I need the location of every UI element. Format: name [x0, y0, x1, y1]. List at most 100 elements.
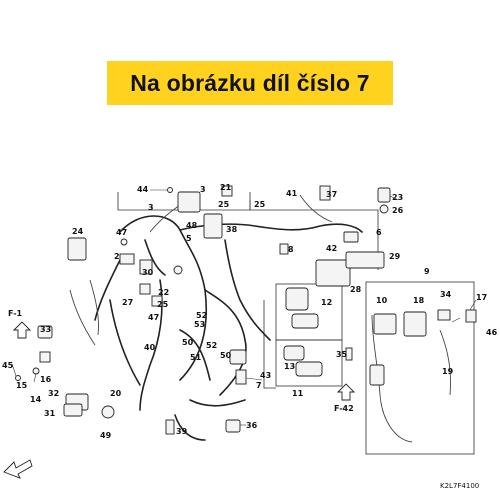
connector-9	[369, 364, 385, 386]
branch-wires	[69, 194, 451, 443]
part-label-29: 29	[389, 252, 401, 261]
ecu-part-28	[315, 259, 351, 287]
part-label-27: 27	[122, 298, 133, 307]
part-33	[37, 325, 53, 339]
part-label-13: 13	[284, 362, 295, 371]
part-label-12: 12	[321, 298, 332, 307]
switch-part-13b	[295, 361, 323, 377]
part-label-37: 37	[326, 190, 337, 199]
part-label-47b: 47	[148, 313, 159, 322]
part-label-43: 43	[260, 371, 271, 380]
switch-part-13	[283, 345, 305, 361]
part-labels: 44 3 3 21 25 25 48 5 38 41 37 23 26 6 8 …	[2, 183, 498, 490]
part-14	[39, 351, 51, 363]
banner-title: Na obrázku díl číslo 7	[130, 69, 370, 96]
connector-part-5	[203, 213, 223, 239]
ref-f42: F-42	[334, 404, 354, 413]
part-label-39: 39	[176, 427, 188, 436]
part-label-33: 33	[40, 325, 51, 334]
part-label-53: 53	[194, 320, 205, 329]
part-label-14: 14	[30, 395, 42, 404]
part-37	[319, 185, 331, 201]
part-35	[345, 347, 353, 361]
part-36	[225, 419, 241, 433]
part-label-32: 32	[48, 389, 59, 398]
part-label-38: 38	[226, 225, 238, 234]
part-42	[343, 231, 359, 243]
part-label-30: 30	[142, 268, 154, 277]
part-21	[221, 185, 233, 197]
part-label-50b: 50	[220, 351, 232, 360]
part-39	[165, 419, 175, 435]
component-shapes	[15, 185, 477, 435]
ref-f1: F-1	[8, 309, 23, 318]
part-label-35: 35	[336, 350, 348, 359]
part-label-40: 40	[144, 343, 156, 352]
part-label-15: 15	[16, 381, 28, 390]
part-label-20: 20	[110, 389, 122, 398]
part-label-3b: 3	[200, 185, 206, 194]
part-label-19: 19	[442, 367, 454, 376]
arrow-up-f42	[336, 383, 356, 401]
relay-part-1	[177, 191, 201, 213]
part-43	[235, 369, 247, 385]
part-label-17: 17	[476, 293, 487, 302]
part-label-34: 34	[440, 290, 452, 299]
part-label-48: 48	[186, 221, 198, 230]
bolt-part-44	[167, 187, 173, 193]
switch-part-12b	[291, 313, 319, 329]
part-label-5: 5	[186, 234, 192, 243]
part-label-25: 25	[218, 200, 230, 209]
part-label-47: 47	[116, 228, 127, 237]
part-label-49: 49	[100, 431, 112, 440]
part-label-24: 24	[72, 227, 84, 236]
part-30	[139, 259, 153, 275]
main-harness	[94, 215, 363, 441]
part-6	[173, 265, 183, 275]
grommet-part-49	[101, 405, 115, 419]
part-label-3: 3	[148, 203, 154, 212]
part-label-36: 36	[246, 421, 258, 430]
part-10	[373, 313, 397, 335]
part-label-23: 23	[392, 193, 403, 202]
part-26	[379, 204, 389, 214]
part-label-31: 31	[44, 409, 56, 418]
part-34	[437, 309, 451, 321]
diagram-code: K2L7F4100	[440, 482, 479, 490]
leader-lines	[11, 189, 477, 426]
part-label-21: 21	[220, 183, 232, 192]
part-label-50: 50	[182, 338, 194, 347]
part-27	[151, 295, 163, 307]
part-label-22: 22	[158, 288, 169, 297]
part-label-25c: 25	[157, 300, 169, 309]
reference-arrows	[3, 321, 356, 479]
part-label-52: 52	[196, 311, 207, 320]
part-label-8: 8	[288, 245, 294, 254]
part-label-9: 9	[424, 267, 430, 276]
part-label-10: 10	[376, 296, 388, 305]
part-label-26: 26	[392, 206, 404, 215]
bolt-part-45	[15, 375, 21, 381]
front-arrow	[3, 459, 33, 479]
part-31	[63, 403, 83, 417]
part-23	[377, 187, 391, 203]
part-17	[465, 309, 477, 323]
part-22	[139, 283, 151, 295]
part-label-28: 28	[350, 285, 362, 294]
part-label-52b: 52	[206, 341, 217, 350]
part-label-51: 51	[190, 353, 202, 362]
connector-part-24	[67, 237, 87, 261]
clip-part-47	[120, 238, 128, 246]
title-banner: Na obrázku díl číslo 7	[107, 61, 393, 105]
part-label-6: 6	[376, 228, 382, 237]
part-8	[279, 243, 289, 255]
part-label-18: 18	[413, 296, 425, 305]
part-label-44: 44	[137, 185, 149, 194]
part-label-46: 46	[486, 328, 498, 337]
arrow-up-f1	[12, 321, 32, 339]
part-label-42: 42	[326, 244, 337, 253]
part-label-7: 7	[256, 381, 262, 390]
part-label-11: 11	[292, 389, 304, 398]
part-52	[229, 349, 247, 365]
